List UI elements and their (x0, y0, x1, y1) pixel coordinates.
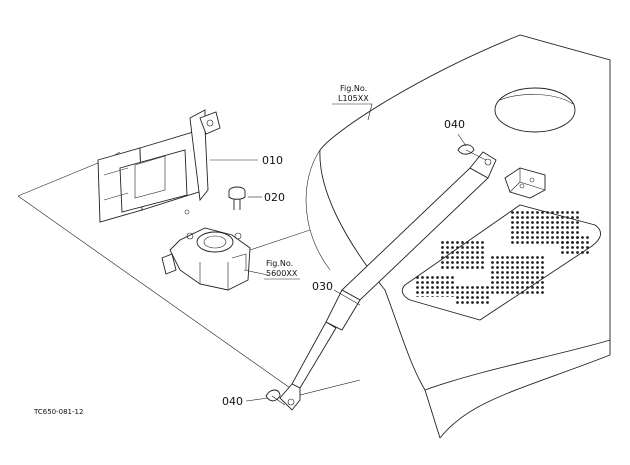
hood-panel (305, 34, 611, 439)
hood-ref-line2: L105XX (338, 94, 369, 103)
callout-010: 010 (262, 154, 283, 167)
leader-040b (245, 397, 269, 402)
leader-pump-ref (243, 269, 269, 276)
bolt (228, 186, 246, 210)
pin-upper (457, 144, 487, 161)
drawing-code: TC650-081-12 (33, 408, 83, 416)
hood-ref-line1: Fig.No. (340, 84, 367, 93)
pump-ref-line1: Fig.No. (266, 259, 293, 268)
pump-ref-line2: 5600XX (266, 269, 298, 278)
vent-mesh-outline (401, 204, 602, 321)
leader-040a (457, 133, 467, 147)
callout-020: 020 (264, 191, 285, 204)
callout-040-lower: 040 (222, 395, 243, 408)
strut-bracket (97, 109, 221, 223)
callout-030: 030 (312, 280, 333, 293)
vent-mesh-pattern (415, 210, 590, 305)
hood-bracket (504, 167, 546, 199)
pump-housing (161, 227, 251, 291)
pin-lower (265, 389, 286, 406)
gas-strut (279, 151, 497, 411)
callout-040-upper: 040 (444, 118, 465, 131)
leader-030 (333, 289, 361, 306)
